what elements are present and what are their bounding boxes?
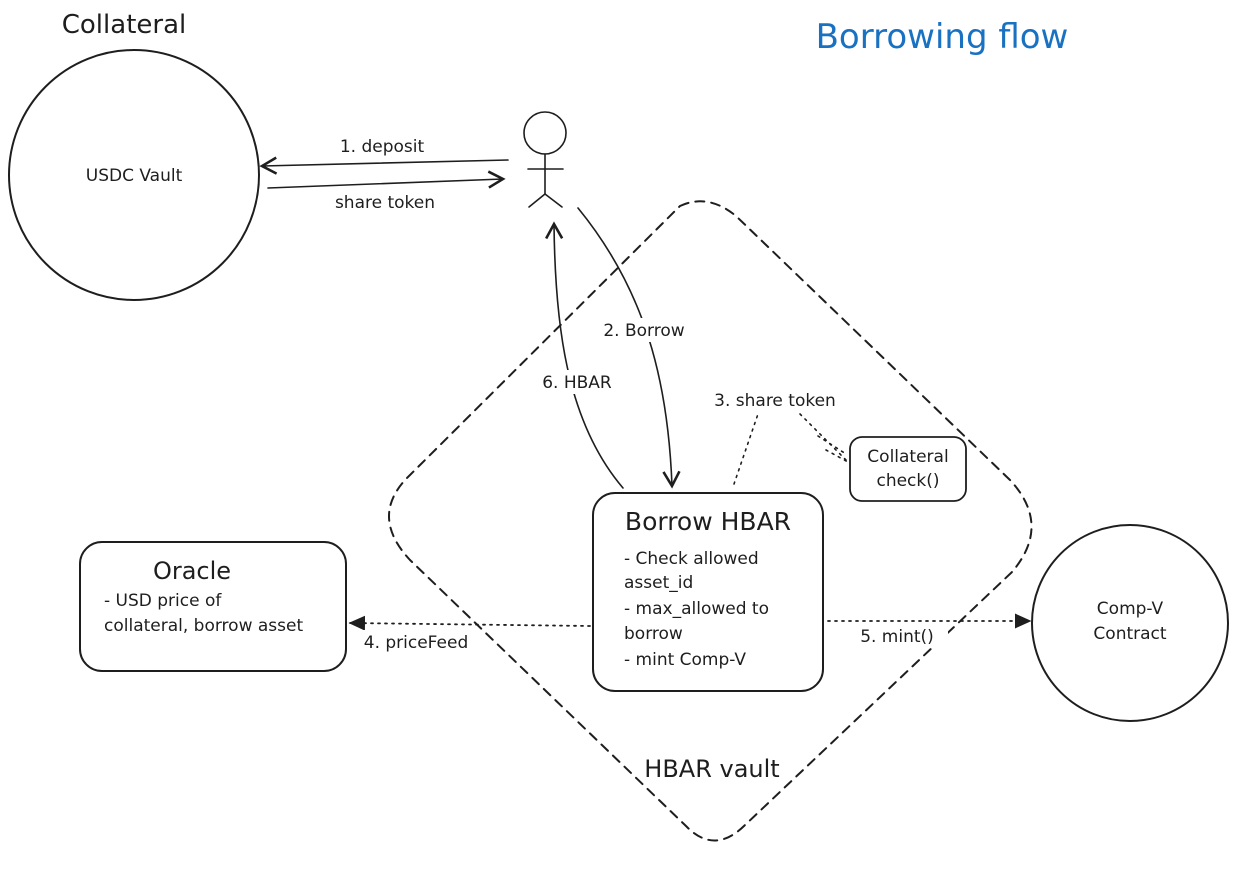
mint-edge: 5. mint() (827, 613, 1032, 648)
borrow-hbar-line-4: borrow (624, 624, 683, 644)
collateral-check-line-2: check() (876, 471, 939, 491)
user-stick-figure-icon (523, 111, 567, 208)
hbar-vault-boundary: HBAR vault (388, 200, 1033, 842)
borrow-hbar-node: Borrow HBAR - Check allowed asset_id - m… (592, 492, 824, 692)
share-token-check-edge: 3. share token (714, 391, 849, 485)
comp-v-line-1: Comp-V (1097, 599, 1164, 619)
comp-v-contract-node: Comp-V Contract (1031, 524, 1229, 722)
hbar-return-label: 6. HBAR (542, 373, 612, 393)
borrow-hbar-line-3: - max_allowed to (624, 599, 769, 619)
usdc-vault-node: USDC Vault (8, 49, 260, 301)
collateral-check-node: Collateral check() (849, 436, 967, 502)
borrow-edge: 2. Borrow (577, 207, 696, 489)
mint-edge-label: 5. mint() (860, 627, 934, 647)
deposit-edge-label: 1. deposit (340, 137, 425, 157)
hbar-return-edge: 6. HBAR (534, 221, 624, 489)
deposit-edge: 1. deposit (259, 134, 509, 175)
share-token-check-label: 3. share token (714, 391, 836, 411)
collateral-label: Collateral (62, 10, 186, 40)
comp-v-line-2: Contract (1093, 624, 1166, 644)
oracle-line-2: collateral, borrow asset (104, 616, 303, 636)
borrow-hbar-line-2: asset_id (624, 573, 693, 593)
borrow-hbar-line-1: - Check allowed (624, 549, 759, 569)
diagram-title: Borrowing flow (816, 17, 1069, 57)
usdc-vault-label: USDC Vault (86, 166, 183, 186)
borrow-hbar-title: Borrow HBAR (625, 507, 791, 536)
borrow-edge-label: 2. Borrow (603, 321, 684, 341)
collateral-check-line-1: Collateral (867, 447, 948, 467)
share-token-return-edge: share token (267, 170, 506, 214)
share-token-return-label: share token (335, 193, 435, 213)
borrow-hbar-line-5: - mint Comp-V (624, 650, 746, 670)
price-feed-label: 4. priceFeed (364, 633, 469, 653)
oracle-title: Oracle (153, 557, 231, 585)
oracle-node: Oracle - USD price of collateral, borrow… (79, 541, 347, 672)
price-feed-edge: 4. priceFeed (348, 615, 591, 654)
oracle-line-1: - USD price of (104, 591, 222, 611)
hbar-vault-label: HBAR vault (644, 755, 779, 783)
